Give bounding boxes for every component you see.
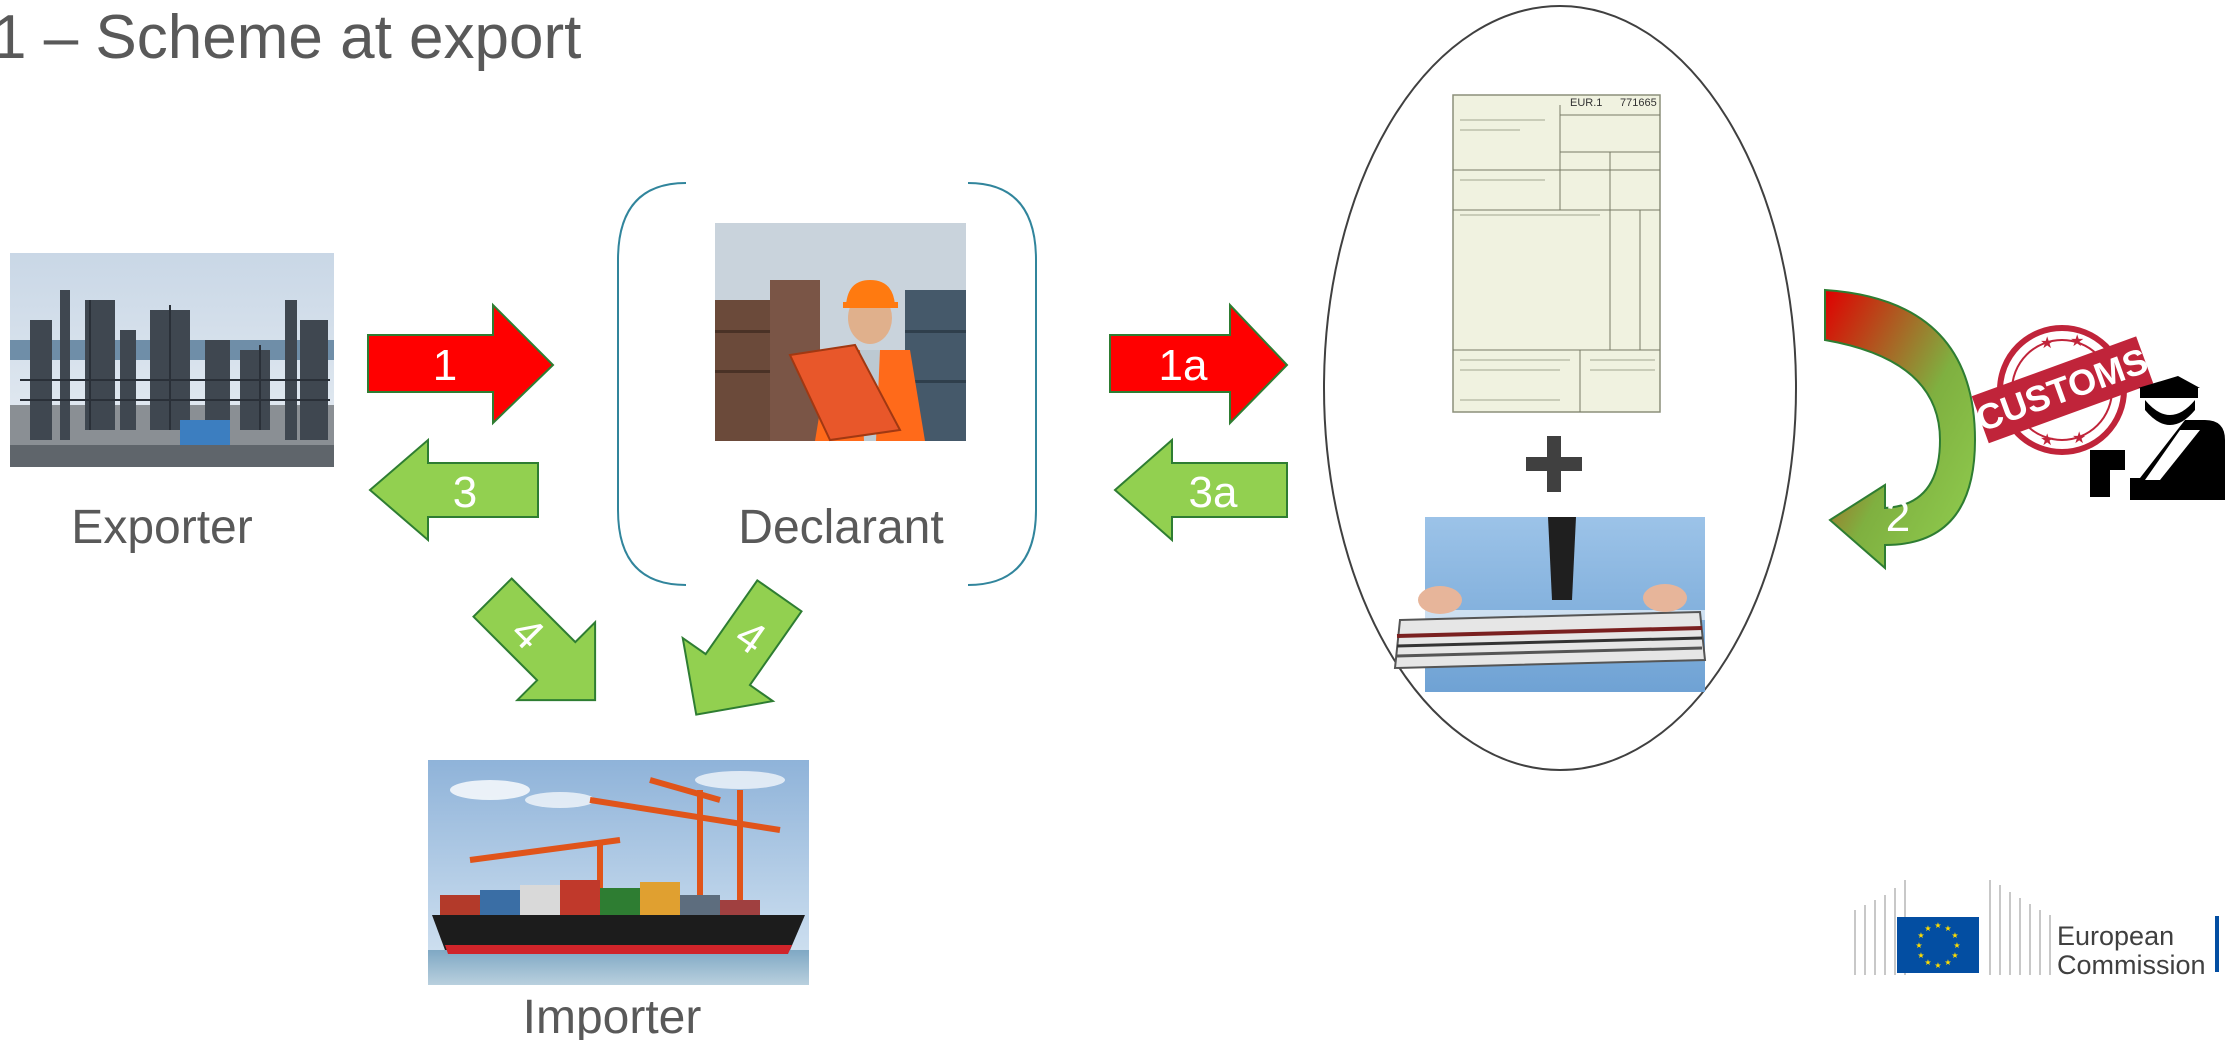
arrow-3a-to-declarant: 3a bbox=[1113, 437, 1288, 543]
svg-text:★: ★ bbox=[1934, 961, 1941, 970]
svg-text:★: ★ bbox=[1951, 931, 1958, 940]
businessman-folders-image bbox=[1393, 517, 1707, 692]
arrow-4-declarant-to-importer: 4 bbox=[681, 578, 803, 716]
exporter-label: Exporter bbox=[71, 501, 252, 554]
svg-text:★: ★ bbox=[2040, 333, 2054, 352]
arrow-4-exporter-to-importer: 4 bbox=[472, 577, 597, 702]
arrow-3-label: 3 bbox=[453, 468, 477, 517]
eur1-number: 771665 bbox=[1620, 97, 1657, 109]
exporter-refinery-image bbox=[10, 253, 334, 467]
customs-officer-icon bbox=[2090, 376, 2225, 500]
arrow-1-to-declarant: 1 bbox=[367, 302, 555, 426]
declarant-worker-image bbox=[715, 223, 966, 442]
svg-text:★: ★ bbox=[1944, 924, 1951, 933]
ec-logo-line2: Commission bbox=[2057, 950, 2206, 980]
customs-stamp-icon: ★ ★ ★ ★ CUSTOMS bbox=[1971, 325, 2154, 455]
svg-text:★: ★ bbox=[2072, 428, 2086, 447]
arrow-3-to-exporter: 3 bbox=[368, 437, 539, 543]
svg-text:★: ★ bbox=[1953, 941, 1960, 950]
page-title: 1 – Scheme at export bbox=[0, 3, 582, 72]
european-commission-logo: ★ ★ ★ ★ ★ ★ ★ ★ ★ ★ ★ ★ bbox=[1854, 880, 2219, 975]
svg-text:★: ★ bbox=[1915, 941, 1922, 950]
importer-label: Importer bbox=[523, 991, 702, 1040]
svg-text:★: ★ bbox=[1917, 931, 1924, 940]
svg-text:★: ★ bbox=[2040, 430, 2054, 449]
arrow-1a-label: 1a bbox=[1159, 341, 1208, 390]
declarant-bracket bbox=[617, 182, 1037, 586]
plus-icon bbox=[1526, 436, 1582, 492]
importer-ship-image bbox=[428, 760, 809, 985]
svg-text:★: ★ bbox=[1951, 951, 1958, 960]
arrow-2-customs-curve: 2 bbox=[1824, 288, 1977, 571]
eur1-certificate-image: EUR.1 771665 bbox=[1452, 94, 1661, 413]
svg-text:★: ★ bbox=[1924, 958, 1931, 967]
svg-text:★: ★ bbox=[2070, 331, 2084, 350]
svg-text:★: ★ bbox=[1924, 924, 1931, 933]
svg-text:★: ★ bbox=[1944, 958, 1951, 967]
declarant-label: Declarant bbox=[738, 501, 943, 554]
arrow-1-label: 1 bbox=[433, 341, 457, 390]
eur1-header: EUR.1 bbox=[1570, 97, 1602, 109]
arrow-3a-label: 3a bbox=[1189, 468, 1238, 517]
arrow-1a-to-customs-documents: 1a bbox=[1109, 302, 1289, 426]
documents-ellipse bbox=[1323, 5, 1797, 771]
arrow-2-label: 2 bbox=[1886, 492, 1910, 541]
ec-logo-line1: European bbox=[2057, 921, 2175, 951]
svg-text:★: ★ bbox=[1917, 951, 1924, 960]
svg-text:★: ★ bbox=[1934, 921, 1941, 930]
ec-logo-text: European Commission bbox=[2057, 922, 2206, 980]
